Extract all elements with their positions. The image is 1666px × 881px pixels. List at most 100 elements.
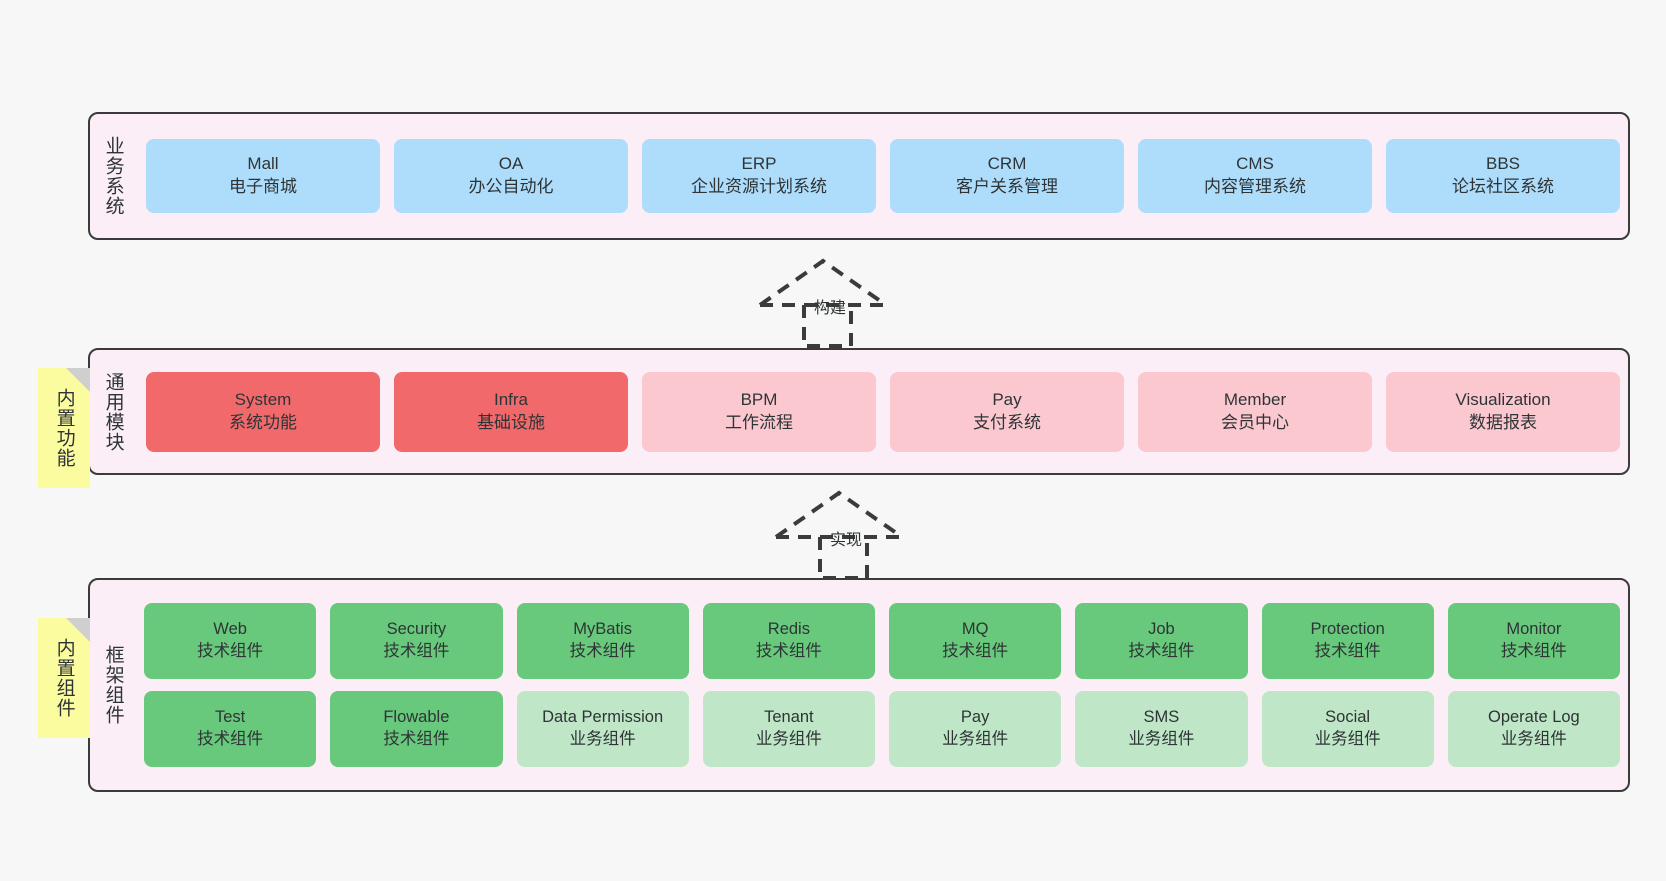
node-social[interactable]: Social 业务组件: [1261, 691, 1434, 767]
arrow-implement: 实现: [768, 490, 918, 580]
node-sms-subtitle: 业务组件: [1128, 730, 1195, 748]
node-operate-log-title: Operate Log: [1488, 708, 1580, 727]
row-common-modules: System 系统功能 Infra 基础设施 BPM 工作流程 Pay 支付系统…: [146, 371, 1620, 452]
node-cms[interactable]: CMS 内容管理系统: [1138, 139, 1372, 213]
layer-body-framework-components: Web 技术组件 Security 技术组件 MyBatis 技术组件 Redi…: [136, 580, 1628, 790]
node-security[interactable]: Security 技术组件: [330, 603, 503, 679]
node-bpm-subtitle: 工作流程: [725, 412, 793, 432]
node-member[interactable]: Member 会员中心: [1138, 371, 1372, 452]
node-erp[interactable]: ERP 企业资源计划系统: [642, 139, 876, 213]
node-web[interactable]: Web 技术组件: [144, 603, 317, 679]
layer-title-framework-components: 框架组件: [102, 645, 124, 725]
node-pay-component-title: Pay: [960, 708, 990, 727]
node-infra-subtitle: 基础设施: [477, 412, 545, 432]
node-system-subtitle: 系统功能: [229, 412, 297, 432]
node-infra-title: Infra: [493, 389, 529, 409]
node-member-subtitle: 会员中心: [1221, 412, 1289, 432]
node-redis-subtitle: 技术组件: [755, 642, 822, 660]
node-crm[interactable]: CRM 客户关系管理: [890, 139, 1124, 213]
node-visualization-title: Visualization: [1455, 389, 1551, 409]
node-cms-subtitle: 内容管理系统: [1204, 177, 1306, 196]
node-oa-title: OA: [498, 154, 524, 174]
node-redis[interactable]: Redis 技术组件: [702, 603, 875, 679]
node-flowable[interactable]: Flowable 技术组件: [330, 691, 503, 767]
node-visualization[interactable]: Visualization 数据报表: [1386, 371, 1620, 452]
node-flowable-title: Flowable: [383, 708, 450, 727]
node-mybatis-subtitle: 技术组件: [569, 642, 636, 660]
node-bbs-title: BBS: [1485, 154, 1521, 174]
node-flowable-subtitle: 技术组件: [383, 730, 450, 748]
node-mybatis[interactable]: MyBatis 技术组件: [516, 603, 689, 679]
arrow-implement-label: 实现: [830, 532, 863, 549]
layer-common-modules: 通用模块 System 系统功能 Infra 基础设施 BPM 工作流程 Pay: [88, 348, 1630, 475]
node-bbs-subtitle: 论坛社区系统: [1452, 177, 1554, 196]
node-tenant-subtitle: 业务组件: [755, 730, 822, 748]
node-mall-title: Mall: [247, 154, 279, 174]
node-data-permission-subtitle: 业务组件: [569, 730, 636, 748]
node-protection-title: Protection: [1310, 620, 1385, 639]
node-monitor[interactable]: Monitor 技术组件: [1447, 603, 1620, 679]
node-system-title: System: [234, 389, 292, 409]
sticky-note-builtin-function: 内置功能: [38, 368, 90, 488]
node-oa-subtitle: 办公自动化: [468, 177, 554, 196]
node-social-title: Social: [1325, 708, 1371, 727]
node-security-title: Security: [386, 620, 447, 639]
node-bpm[interactable]: BPM 工作流程: [642, 371, 876, 452]
node-member-title: Member: [1223, 389, 1287, 409]
node-visualization-subtitle: 数据报表: [1469, 412, 1537, 432]
sticky-note-builtin-component: 内置组件: [38, 618, 90, 738]
node-sms[interactable]: SMS 业务组件: [1075, 691, 1248, 767]
node-pay-component[interactable]: Pay 业务组件: [889, 691, 1062, 767]
node-protection[interactable]: Protection 技术组件: [1261, 603, 1434, 679]
node-job-subtitle: 技术组件: [1128, 642, 1195, 660]
node-security-subtitle: 技术组件: [383, 642, 450, 660]
folded-corner-icon: [66, 368, 90, 392]
node-operate-log[interactable]: Operate Log 业务组件: [1447, 691, 1620, 767]
layer-framework-components: 框架组件 Web 技术组件 Security 技术组件 MyBatis 技术组件…: [88, 578, 1630, 792]
node-pay-module[interactable]: Pay 支付系统: [890, 371, 1124, 452]
row-business-systems: Mall 电子商城 OA 办公自动化 ERP 企业资源计划系统 CRM 客户关系…: [146, 139, 1620, 213]
node-bpm-title: BPM: [740, 389, 778, 409]
node-protection-subtitle: 技术组件: [1314, 642, 1381, 660]
node-crm-subtitle: 客户关系管理: [956, 177, 1058, 196]
node-bbs[interactable]: BBS 论坛社区系统: [1386, 139, 1620, 213]
layer-title-common-modules: 通用模块: [102, 371, 124, 452]
node-erp-title: ERP: [741, 154, 777, 174]
sticky-note-builtin-function-label: 内置功能: [53, 388, 75, 468]
node-pay-module-title: Pay: [992, 389, 1022, 409]
node-mq-title: MQ: [961, 620, 989, 639]
node-operate-log-subtitle: 业务组件: [1500, 730, 1567, 748]
node-pay-module-subtitle: 支付系统: [973, 412, 1041, 432]
node-monitor-subtitle: 技术组件: [1500, 642, 1567, 660]
sticky-note-builtin-component-label: 内置组件: [53, 638, 75, 718]
layer-business-system: 业务系统 Mall 电子商城 OA 办公自动化 ERP 企业资源计划系统 CRM: [88, 112, 1630, 240]
folded-corner-icon: [66, 618, 90, 642]
node-tenant[interactable]: Tenant 业务组件: [702, 691, 875, 767]
node-mybatis-title: MyBatis: [573, 620, 632, 639]
node-system[interactable]: System 系统功能: [146, 371, 380, 452]
node-test-subtitle: 技术组件: [197, 730, 264, 748]
node-mq[interactable]: MQ 技术组件: [889, 603, 1062, 679]
layer-title-business-system: 业务系统: [102, 136, 124, 216]
node-test[interactable]: Test 技术组件: [144, 691, 317, 767]
node-oa[interactable]: OA 办公自动化: [394, 139, 628, 213]
node-mall[interactable]: Mall 电子商城: [146, 139, 380, 213]
node-erp-subtitle: 企业资源计划系统: [691, 177, 827, 196]
node-job[interactable]: Job 技术组件: [1075, 603, 1248, 679]
node-data-permission-title: Data Permission: [542, 708, 664, 727]
node-web-title: Web: [213, 620, 247, 639]
node-job-title: Job: [1148, 620, 1175, 639]
node-pay-component-subtitle: 业务组件: [942, 730, 1009, 748]
node-infra[interactable]: Infra 基础设施: [394, 371, 628, 452]
node-data-permission[interactable]: Data Permission 业务组件: [516, 691, 689, 767]
node-tenant-title: Tenant: [764, 708, 814, 727]
node-web-subtitle: 技术组件: [197, 642, 264, 660]
node-monitor-title: Monitor: [1506, 620, 1562, 639]
node-social-subtitle: 业务组件: [1314, 730, 1381, 748]
node-test-title: Test: [214, 708, 246, 727]
arrow-build: 构建: [752, 258, 902, 348]
row-business-components: Test 技术组件 Flowable 技术组件 Data Permission …: [144, 691, 1620, 767]
node-redis-title: Redis: [767, 620, 810, 639]
layer-body-business-system: Mall 电子商城 OA 办公自动化 ERP 企业资源计划系统 CRM 客户关系…: [136, 114, 1628, 238]
